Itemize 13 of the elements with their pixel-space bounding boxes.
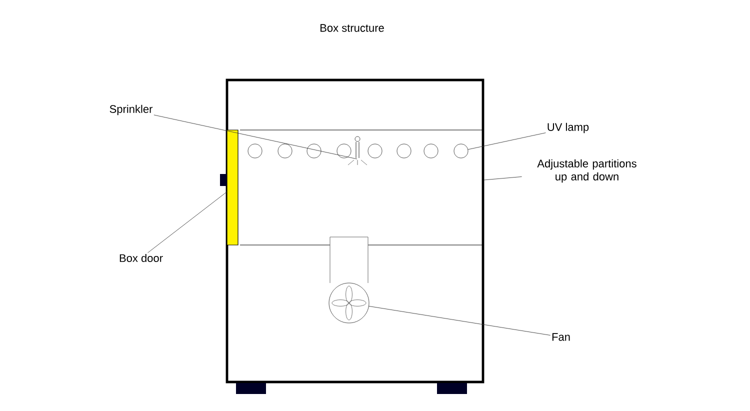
callout-label: Adjustable partitions up and down [537,159,636,183]
leader-line [484,176,522,180]
lamp-circle [454,144,468,158]
leader-line [368,306,551,336]
leader-line [148,192,227,253]
leader-line [154,114,358,160]
callout-label: Fan [552,333,570,341]
callout-label: Box door [120,254,163,262]
callout-label: Sprinkler [110,104,153,116]
leader-line [468,132,546,150]
callout-label: UV lamp [548,122,589,134]
title: Box structure [320,24,384,32]
door-bar [226,130,238,246]
